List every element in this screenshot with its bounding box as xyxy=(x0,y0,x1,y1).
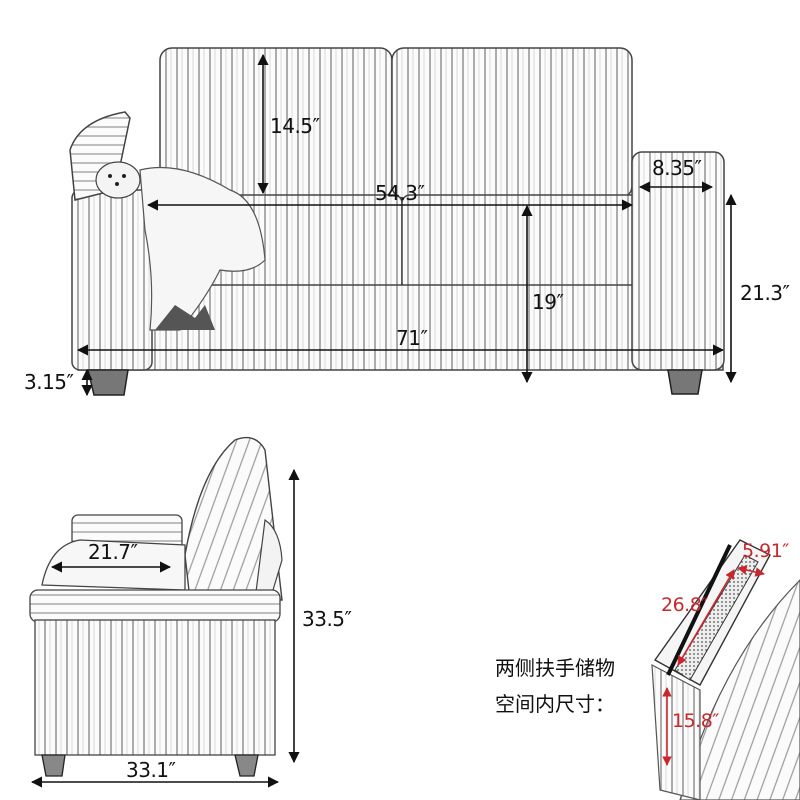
label-arm-height: 21.3″ xyxy=(740,281,790,305)
dim-line-storage-width xyxy=(737,565,765,577)
leg-front-right xyxy=(667,369,703,395)
side-view-sofa xyxy=(29,436,283,777)
side-body xyxy=(34,619,276,756)
label-storage-length: 26.8″ xyxy=(661,594,708,616)
side-arm-band xyxy=(29,589,281,623)
storage-dimension-lines xyxy=(662,565,765,766)
blanket-dark-lining xyxy=(155,305,215,330)
label-overall-width: 71″ xyxy=(396,326,428,350)
side-back-cushion xyxy=(184,436,283,601)
back-cushion-right xyxy=(391,47,633,199)
left-arm xyxy=(71,189,153,371)
dim-line-storage-length xyxy=(677,569,735,666)
label-storage-depth: 15.8″ xyxy=(672,710,719,732)
storage-note-line1: 两侧扶手储物 xyxy=(495,656,615,680)
right-arm xyxy=(631,151,725,371)
label-leg-height: 3.15″ xyxy=(24,370,74,394)
label-overall-height: 33.5″ xyxy=(302,607,352,631)
storage-arm-front xyxy=(651,663,701,800)
label-seat-height: 19″ xyxy=(532,290,564,314)
side-leg-back xyxy=(234,754,259,777)
front-dimension-lines xyxy=(76,53,737,397)
label-arm-width: 8.35″ xyxy=(652,156,702,180)
label-overall-depth: 33.1″ xyxy=(126,758,176,782)
teddy-bear-icon xyxy=(95,161,141,199)
storage-arm-detail xyxy=(651,539,800,800)
leg-front-left xyxy=(87,369,129,396)
side-leg-front xyxy=(41,754,66,777)
storage-note-line2: 空间内尺寸： xyxy=(495,692,615,716)
label-seat-width: 54.3″ xyxy=(375,181,425,205)
label-seat-depth: 21.7″ xyxy=(88,540,138,564)
label-back-cushion-height: 14.5″ xyxy=(270,114,320,138)
label-storage-width: 5.91″ xyxy=(742,540,789,562)
side-dimension-lines xyxy=(30,468,300,788)
